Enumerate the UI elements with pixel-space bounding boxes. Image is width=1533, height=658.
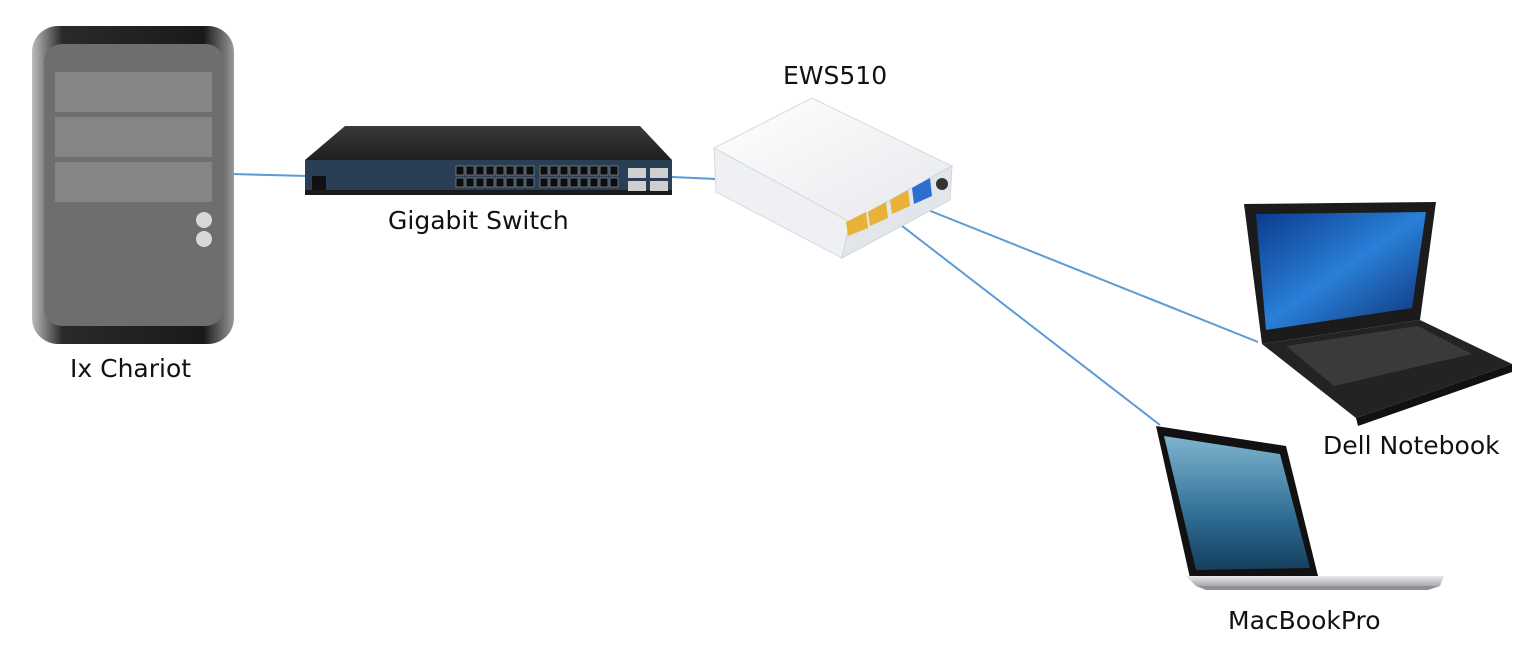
node-label-switch: Gigabit Switch: [388, 206, 569, 235]
node-label-chariot: Ix Chariot: [70, 354, 192, 383]
tower-pc-icon: [32, 26, 234, 344]
link-ap-dell: [897, 197, 1259, 343]
link-ap-mac: [883, 211, 1161, 426]
link-chariot-switch: [231, 173, 309, 177]
macbook-icon: [1156, 426, 1444, 590]
network-switch-icon: [305, 126, 672, 195]
node-label-ap: EWS510: [783, 61, 888, 90]
wall-plate-access-point-icon: [712, 97, 954, 259]
dell-laptop-icon: [1244, 202, 1512, 426]
link-switch-ap: [671, 176, 717, 180]
links: [231, 173, 1259, 426]
node-label-dell: Dell Notebook: [1323, 431, 1500, 460]
node-label-mac: MacBookPro: [1228, 606, 1381, 635]
